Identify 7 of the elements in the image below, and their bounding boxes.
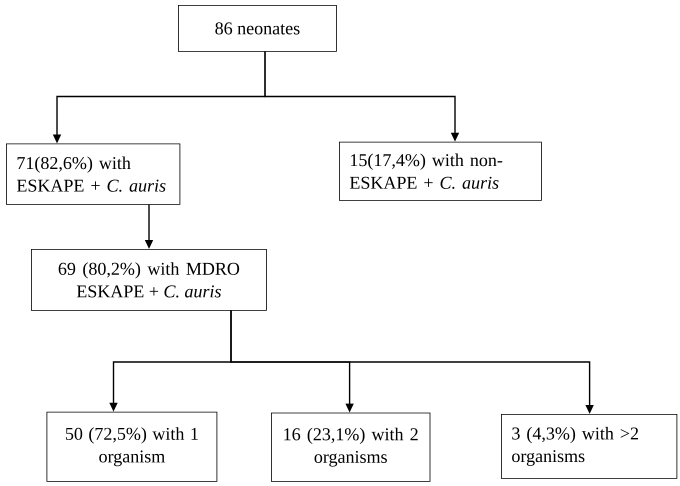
- flow-box: 3 (4,3%) with >2 organisms: [501, 414, 678, 479]
- flow-box: 71(82,6%) with ESKAPE + C. auris: [6, 144, 180, 205]
- flow-box: 69 (80,2%) with MDRO ESKAPE + C. auris: [31, 249, 267, 311]
- flow-box: 15(17,4%) with non-ESKAPE + C. auris: [339, 142, 542, 201]
- flow-box: 86 neonates: [178, 5, 337, 52]
- flow-box: 50 (72,5%) with 1 organism: [46, 412, 218, 482]
- flow-box: 16 (23,1%) with 2 organisms: [271, 412, 430, 482]
